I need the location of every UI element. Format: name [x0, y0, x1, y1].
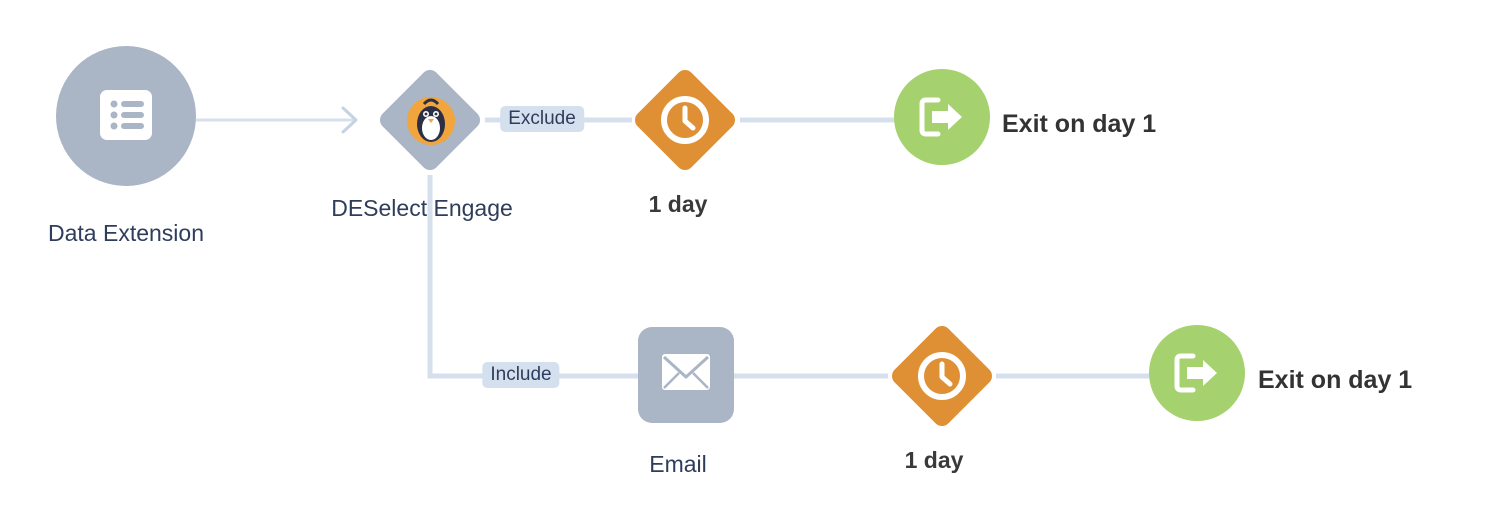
wait-node-top[interactable]	[631, 66, 738, 173]
deselect-engage-label: DESelect Engage	[331, 195, 513, 221]
exit-node-top[interactable]	[894, 69, 990, 165]
exit-top-label: Exit on day 1	[1002, 110, 1157, 138]
deselect-engage-node[interactable]	[376, 66, 483, 173]
list-icon	[100, 90, 152, 140]
wait-top-label: 1 day	[648, 191, 708, 217]
exit-icon	[919, 97, 962, 137]
envelope-icon	[662, 354, 710, 390]
clock-icon	[918, 352, 966, 400]
wait-bottom-label: 1 day	[904, 447, 964, 473]
penguin-logo-icon	[407, 97, 455, 145]
include-path-label[interactable]: Include	[482, 362, 560, 388]
connector-arrowhead	[341, 106, 358, 134]
exclude-path-label[interactable]: Exclude	[500, 106, 584, 132]
clock-icon	[661, 96, 709, 144]
exit-icon	[1174, 353, 1217, 393]
wait-node-bottom[interactable]	[888, 322, 995, 429]
exit-bottom-label: Exit on day 1	[1258, 366, 1413, 394]
data-extension-node[interactable]	[56, 46, 196, 186]
email-node[interactable]	[638, 327, 734, 423]
email-label: Email	[649, 451, 707, 477]
connector-include-path	[427, 175, 640, 379]
data-extension-label: Data Extension	[48, 220, 204, 246]
exit-node-bottom[interactable]	[1149, 325, 1245, 421]
